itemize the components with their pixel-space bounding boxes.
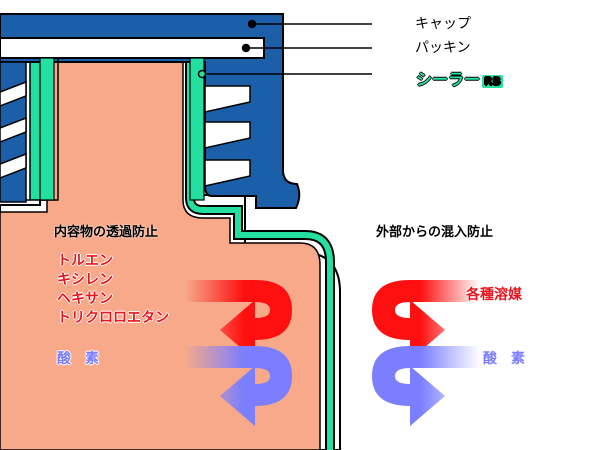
packing-label: パッキン (415, 40, 471, 56)
red-curved-arrow (372, 280, 480, 360)
inner-item-3: ヘキサン (57, 291, 113, 307)
blue-curved-arrow (372, 346, 480, 426)
leader-lines (197, 19, 372, 79)
outer-oxygen: 酸 素 (483, 351, 525, 367)
blue-curved-arrow (185, 346, 292, 426)
section-outer-title: 外部からの混入防止 (376, 225, 494, 240)
inner-item-2: キシレン (57, 272, 113, 288)
inner-item-1: トルエン (57, 253, 113, 269)
inner-oxygen: 酸 素 (57, 351, 99, 367)
cap-threads-left (0, 61, 27, 203)
sealer-label-text: シーラー (416, 70, 481, 89)
section-inner-title: 内容物の透過防止 (54, 225, 159, 240)
inner-item-4: トリクロロエタン (57, 310, 169, 326)
packing (0, 37, 265, 59)
sealer-label-suffix: RB (482, 75, 503, 88)
outer-solvent: 各種溶媒 (466, 287, 522, 303)
cap-label: キャップ (415, 16, 471, 32)
red-curved-arrow (185, 280, 292, 360)
cap-threads-right (204, 85, 251, 187)
